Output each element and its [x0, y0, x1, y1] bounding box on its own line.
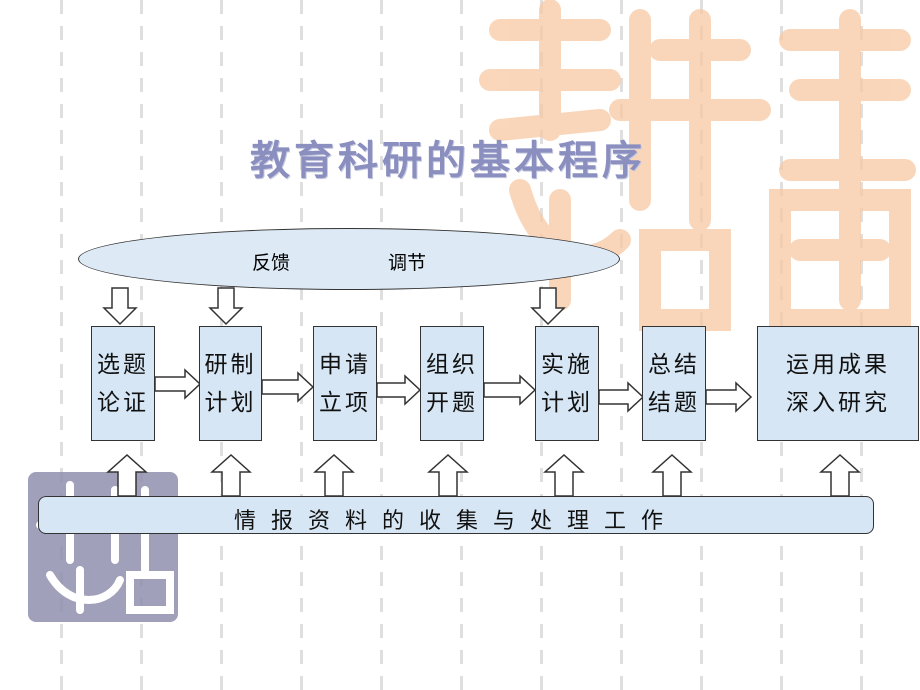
up-arrow-1 [106, 453, 148, 497]
right-arrow-6 [705, 381, 753, 413]
right-arrow-5 [598, 381, 645, 413]
step-box-5: 实施 计划 [535, 326, 599, 441]
step-label-line1: 选题 [97, 351, 149, 378]
step-label-line1: 研制 [204, 351, 257, 378]
right-arrow-3 [376, 374, 422, 406]
up-arrow-4 [427, 453, 469, 497]
down-arrow-3 [530, 287, 566, 326]
step-box-2: 研制 计划 [199, 326, 262, 441]
feedback-ellipse [78, 228, 620, 290]
step-box-7: 运用成果 深入研究 [757, 326, 919, 441]
step-label-line1: 实施 [541, 351, 593, 378]
up-arrow-5 [543, 453, 585, 497]
down-arrow-1 [102, 287, 138, 326]
up-arrow-3 [313, 453, 355, 497]
step-label-line2: 计划 [204, 389, 257, 416]
step-label-line1: 总结 [648, 351, 700, 378]
step-label-line2: 开题 [426, 389, 478, 416]
step-label-line2: 计划 [541, 389, 593, 416]
step-box-1: 选题 论证 [91, 326, 155, 441]
step-label-line2: 深入研究 [786, 389, 890, 416]
step-label-line2: 结题 [648, 389, 700, 416]
right-arrow-2 [261, 371, 315, 403]
step-label-line1: 运用成果 [786, 351, 890, 378]
information-work-label: 情报资料的收集与处理工作 [233, 509, 678, 534]
up-arrow-2 [210, 453, 252, 497]
down-arrow-2 [208, 287, 244, 326]
step-label-line1: 组织 [426, 351, 478, 378]
step-box-4: 组织 开题 [420, 326, 484, 441]
step-box-3: 申请 立项 [313, 326, 377, 441]
up-arrow-6 [651, 453, 693, 497]
right-arrow-1 [154, 368, 202, 400]
step-label-line2: 论证 [97, 389, 149, 416]
step-label-line2: 立项 [319, 389, 371, 416]
regulation-label: 调节 [388, 252, 427, 274]
feedback-label: 反馈 [252, 252, 291, 274]
information-work-bar: 情报资料的收集与处理工作 [38, 496, 874, 534]
up-arrow-7 [819, 453, 861, 497]
step-box-6: 总结 结题 [642, 326, 706, 441]
step-label-line1: 申请 [319, 351, 371, 378]
right-arrow-4 [483, 374, 537, 406]
page-title: 教育科研的基本程序 [250, 137, 646, 184]
